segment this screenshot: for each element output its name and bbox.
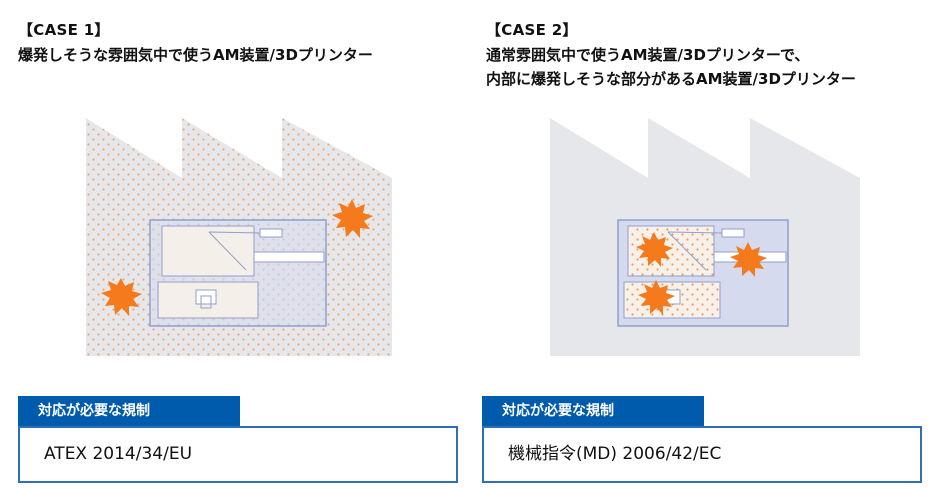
case-1-regulation-value: ATEX 2014/34/EU <box>18 426 458 483</box>
case-2-regulation-value: 機械指令(MD) 2006/42/EC <box>482 426 922 483</box>
case-2-sensor <box>721 228 745 238</box>
case-1-factory-illustration <box>86 112 392 356</box>
case-1-sensor <box>259 228 283 238</box>
case-1-factory-svg <box>86 118 392 356</box>
case-2-regulation-header: 対応が必要な規制 <box>482 396 704 426</box>
case-2-panel: 【CASE 2】 通常雰囲気中で使うAM装置/3Dプリンターで、 内部に爆発しそ… <box>472 0 942 495</box>
case-1-title-line-1: 爆発しそうな雰囲気中で使うAM装置/3Dプリンター <box>18 46 373 64</box>
case-1-build-chamber <box>161 225 255 277</box>
case-1-regulation-header: 対応が必要な規制 <box>18 396 240 426</box>
case-2-factory-illustration <box>550 112 860 356</box>
case-1-duct <box>253 251 325 263</box>
explosion-burst-icon <box>730 242 767 277</box>
case-1-label: 【CASE 1】 <box>18 21 110 39</box>
explosion-burst-icon <box>638 280 675 315</box>
case-1-title: 爆発しそうな雰囲気中で使うAM装置/3Dプリンター <box>18 43 373 67</box>
case-1-panel: 【CASE 1】 爆発しそうな雰囲気中で使うAM装置/3Dプリンター <box>0 0 470 495</box>
case-2-title: 通常雰囲気中で使うAM装置/3Dプリンターで、 内部に爆発しそうな部分があるAM… <box>486 43 856 91</box>
explosion-burst-icon <box>332 199 373 238</box>
explosion-burst-icon <box>636 232 673 267</box>
case-2-title-line-1: 通常雰囲気中で使うAM装置/3Dプリンターで、 <box>486 46 810 64</box>
explosion-burst-icon <box>101 278 142 316</box>
case-2-build-chamber-atmosphere <box>628 226 714 276</box>
case-2-label: 【CASE 2】 <box>486 21 578 39</box>
case-2-title-line-2: 内部に爆発しそうな部分があるAM装置/3Dプリンター <box>486 70 856 88</box>
case-2-factory-svg <box>550 118 860 356</box>
